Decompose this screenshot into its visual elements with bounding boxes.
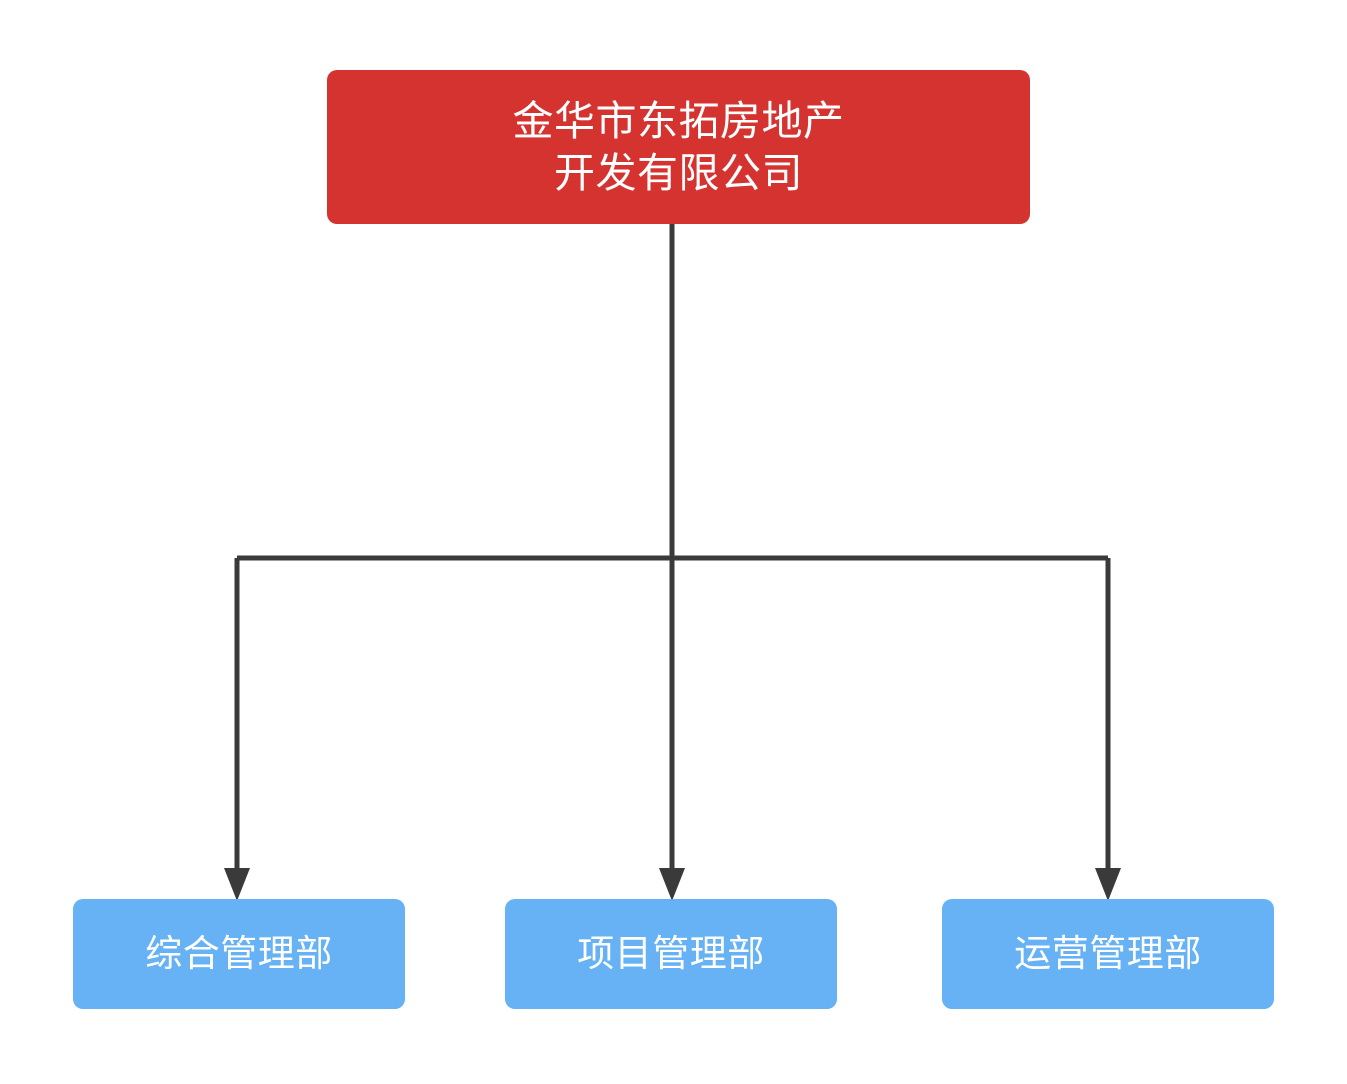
org-node-root-label: 金华市东拓房地产 开发有限公司 <box>512 97 845 196</box>
org-node-child-0-label: 综合管理部 <box>145 933 333 975</box>
arrowhead-child-0 <box>224 868 250 901</box>
org-node-child-1-label: 项目管理部 <box>577 933 765 975</box>
org-node-child-2-label: 运营管理部 <box>1014 933 1202 975</box>
arrowhead-child-2 <box>1095 868 1121 901</box>
org-node-operations-management[interactable]: 运营管理部 <box>942 899 1274 1009</box>
org-node-project-management[interactable]: 项目管理部 <box>505 899 837 1009</box>
arrowhead-child-1 <box>659 868 685 901</box>
org-node-root[interactable]: 金华市东拓房地产 开发有限公司 <box>327 70 1030 224</box>
org-node-comprehensive-management[interactable]: 综合管理部 <box>73 899 405 1009</box>
